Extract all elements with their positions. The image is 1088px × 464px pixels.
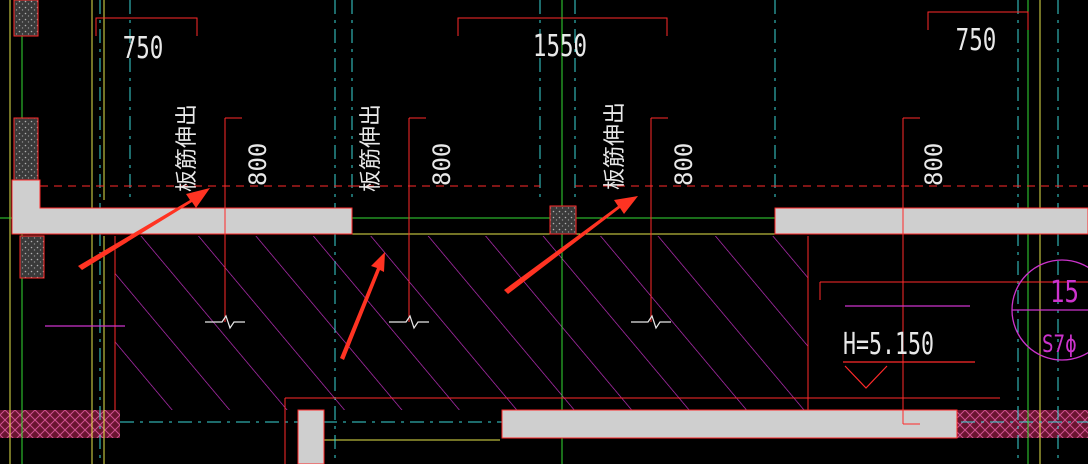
rebar-label: 板筋伸出 <box>175 104 200 192</box>
annotation-arrow-icon <box>78 188 210 270</box>
hatched-wall-zone <box>114 236 809 410</box>
elevation-label: H=5.150 <box>843 328 934 362</box>
dimension-label-left: 750 <box>123 31 164 66</box>
annotation-arrow-icon <box>340 252 385 360</box>
dimension-label-center: 1550 <box>533 29 587 64</box>
dimension-label-right: 750 <box>956 23 997 58</box>
rebar-label: 板筋伸出 <box>603 102 628 190</box>
extension-length-label: 800 <box>244 143 272 186</box>
section-callout-icon <box>1011 259 1088 361</box>
callout-number: 15 <box>1050 275 1079 309</box>
rebar-label: 板筋伸出 <box>359 104 384 192</box>
break-symbols <box>205 314 671 330</box>
slab-sections <box>11 179 1088 464</box>
yellow-lines <box>9 0 1041 464</box>
extension-length-label: 800 <box>670 143 698 186</box>
rebar-extension-lines <box>224 117 1088 464</box>
dimension-brackets <box>95 11 1029 36</box>
annotation-arrows <box>78 188 638 360</box>
extension-length-label: 800 <box>920 143 948 186</box>
annotation-arrow-icon <box>504 196 638 294</box>
column-blocks <box>13 0 577 279</box>
magenta-lines <box>45 305 970 327</box>
callout-code: S7ϕ <box>1042 331 1077 359</box>
extension-length-label: 800 <box>428 143 456 186</box>
elevation-marker-icon <box>843 361 975 389</box>
